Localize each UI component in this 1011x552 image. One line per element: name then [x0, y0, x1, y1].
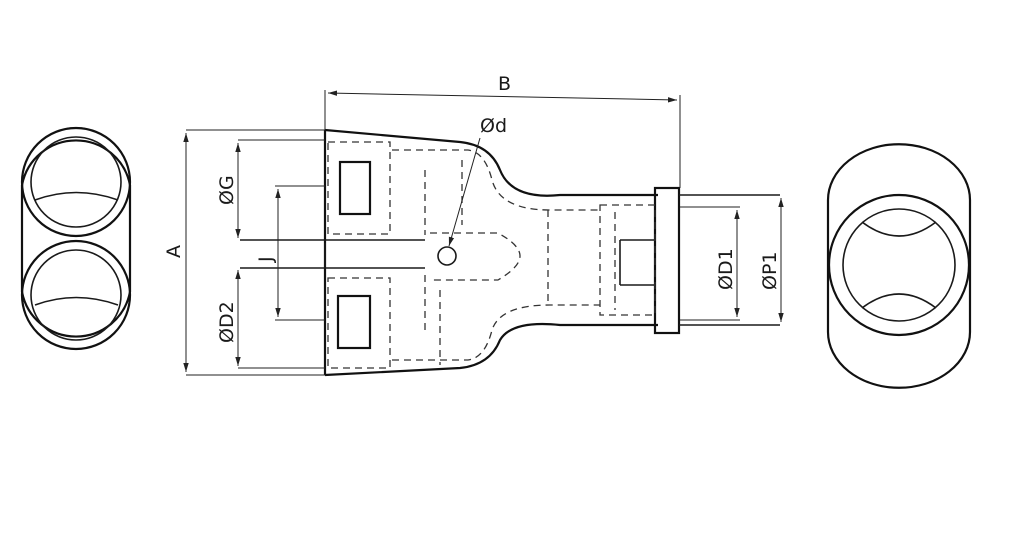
- label-A: A: [163, 245, 185, 258]
- left-end-view: [20, 126, 132, 351]
- main-body: [240, 128, 780, 377]
- label-P1: ØP1: [759, 251, 781, 290]
- label-J: J: [255, 256, 277, 263]
- label-D1: ØD1: [715, 248, 737, 290]
- label-d: Ød: [480, 115, 507, 137]
- dimension-lines: [183, 90, 784, 376]
- center-hole: [437, 246, 457, 266]
- label-G: ØG: [216, 175, 238, 205]
- hidden-lines: [327, 141, 656, 369]
- dimension-labels: A B Ød ØG J ØD2 ØD1 ØP1: [163, 73, 781, 343]
- right-end-view: [826, 143, 972, 389]
- label-B: B: [498, 73, 511, 95]
- label-D2: ØD2: [216, 301, 238, 343]
